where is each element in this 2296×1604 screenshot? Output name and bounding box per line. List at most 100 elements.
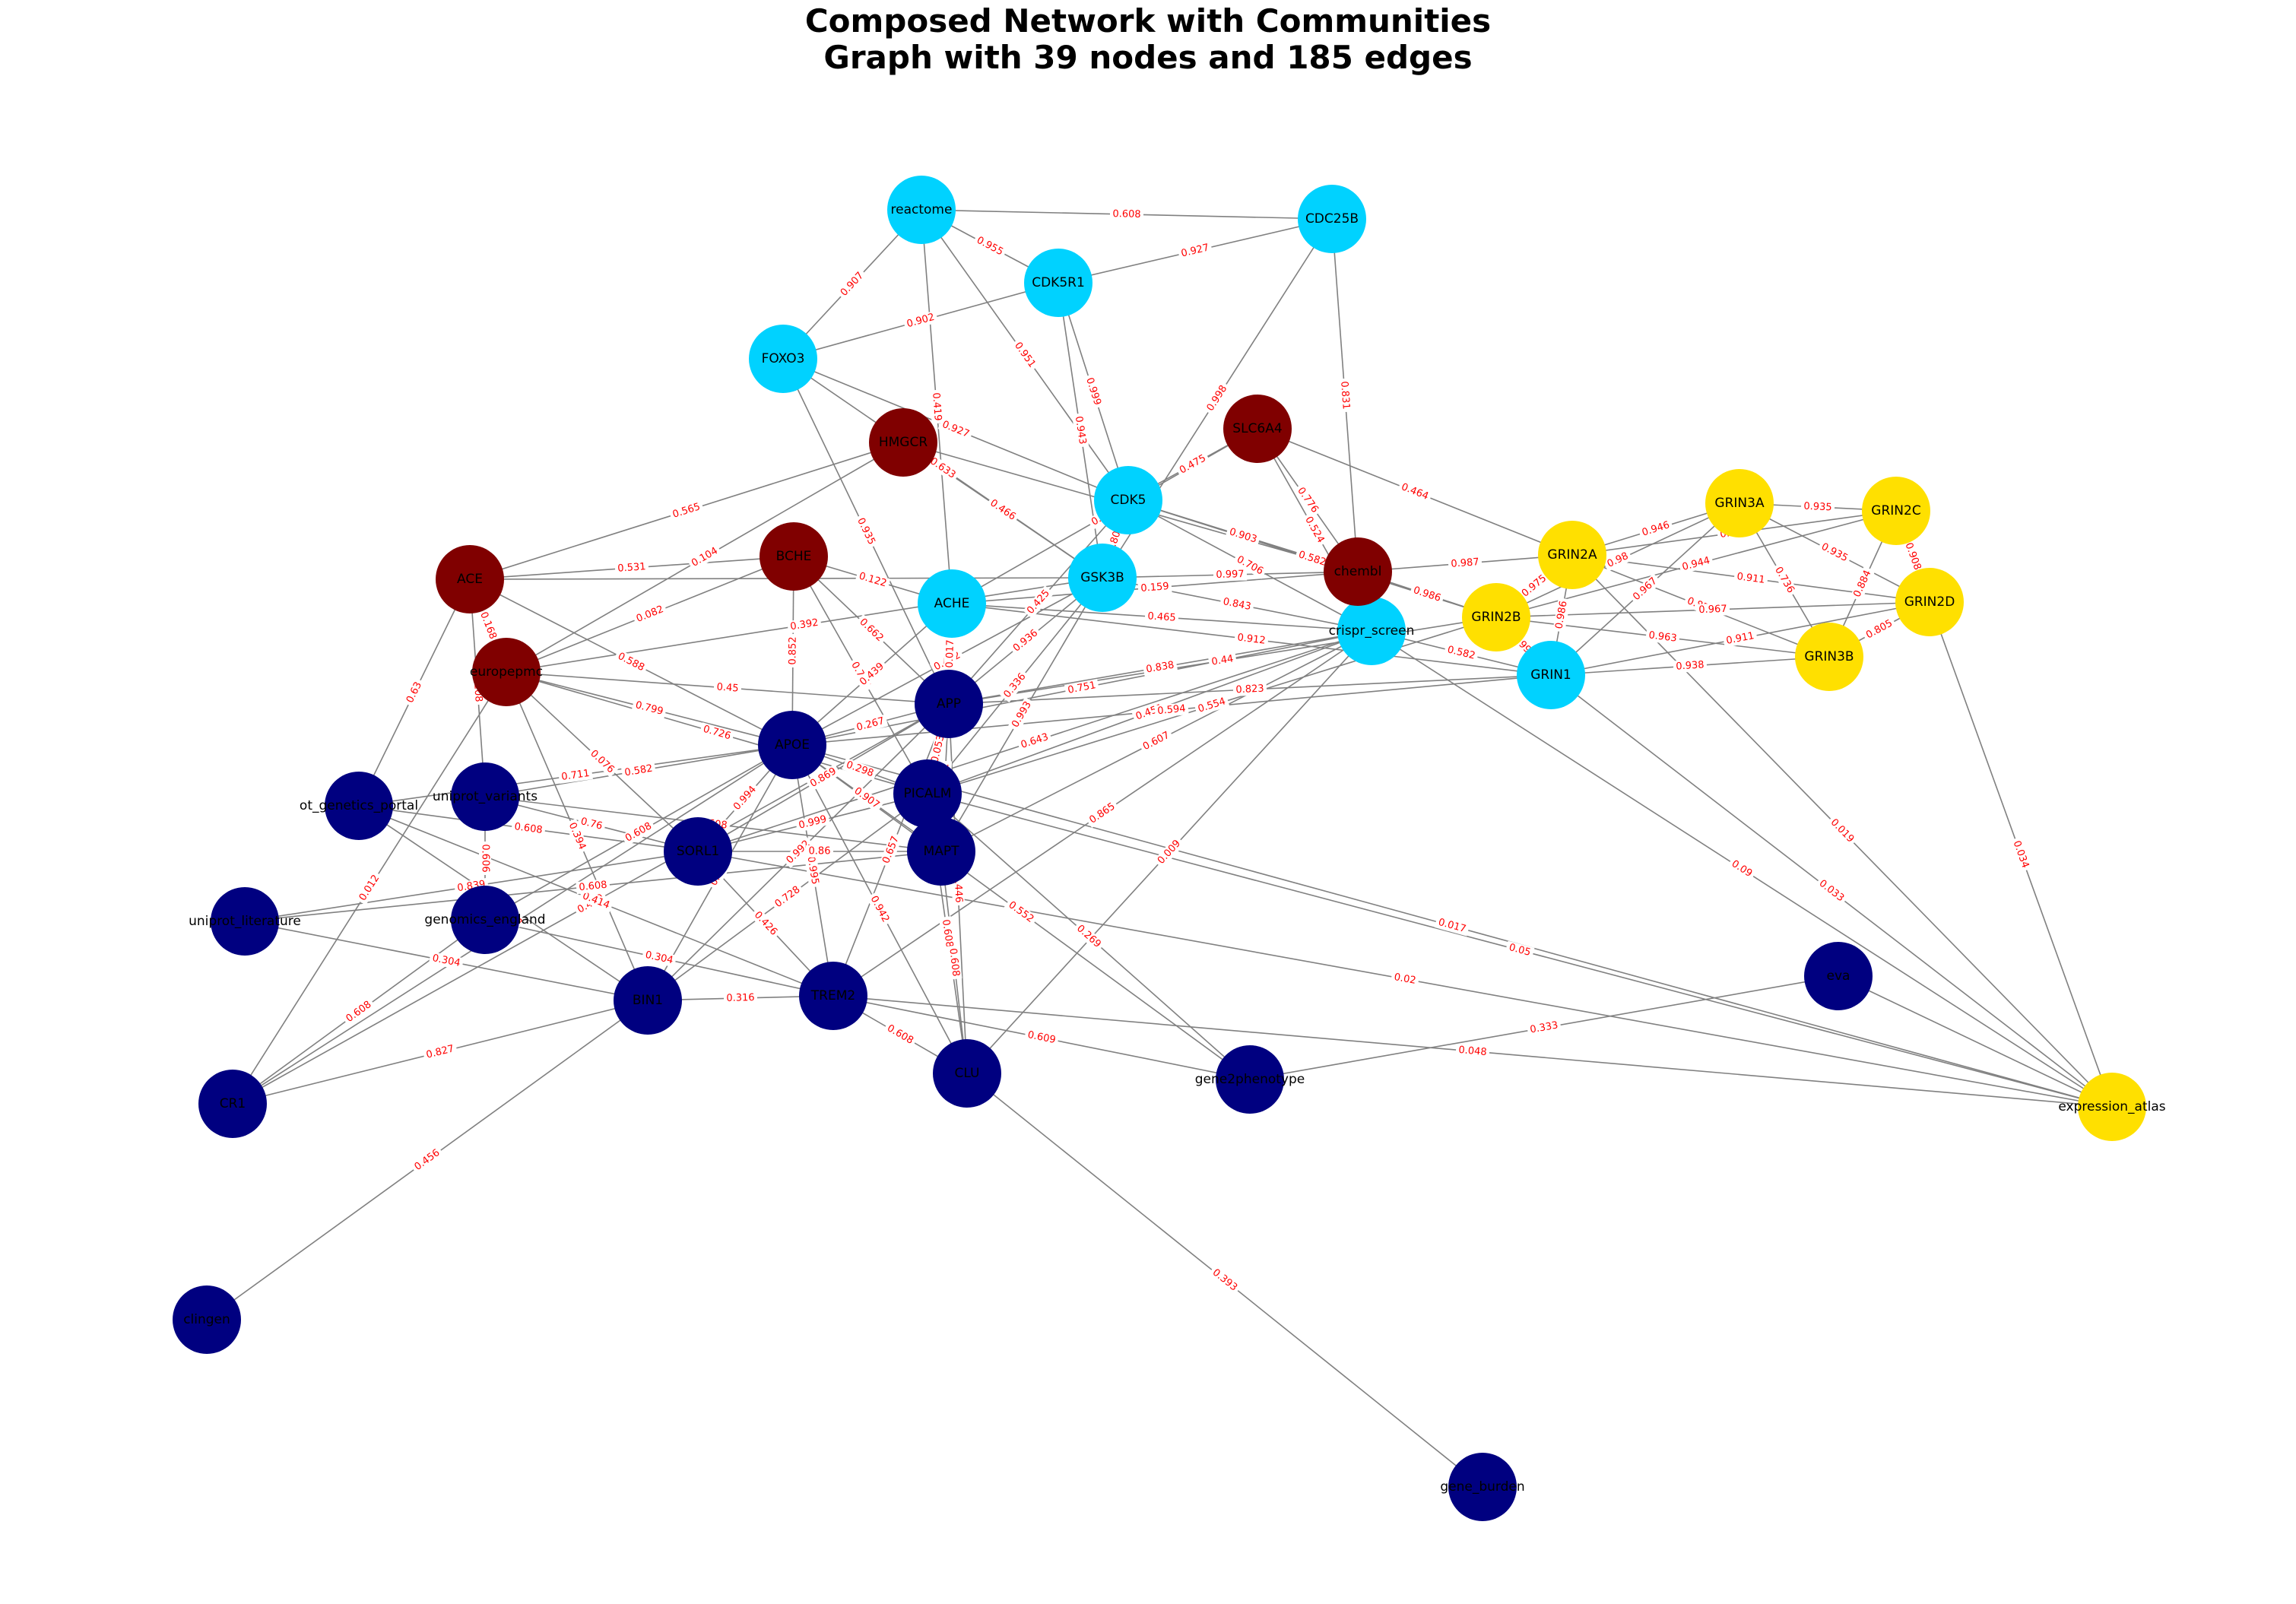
node-label: SLC6A4	[1232, 421, 1282, 436]
node-circle[interactable]	[869, 408, 937, 477]
node-circle[interactable]	[1538, 521, 1606, 589]
node-GRIN1[interactable]: GRIN1	[1517, 641, 1585, 709]
edge-weight-label: 0.935	[1819, 541, 1850, 564]
node-GRIN2C[interactable]: GRIN2C	[1862, 477, 1930, 545]
node-FOXO3[interactable]: FOXO3	[749, 325, 817, 393]
node-circle[interactable]	[664, 817, 732, 886]
node-SLC6A4[interactable]: SLC6A4	[1223, 395, 1292, 463]
node-label: TREM2	[810, 988, 855, 1003]
node-circle[interactable]	[436, 545, 504, 613]
edge-label-group: 0.594	[1154, 702, 1189, 718]
node-circle[interactable]	[211, 887, 279, 956]
node-eva[interactable]: eva	[1804, 942, 1873, 1010]
edge-label-background	[1814, 876, 1849, 906]
node-circle[interactable]	[451, 886, 519, 954]
node-circle[interactable]	[198, 1070, 267, 1138]
node-circle[interactable]	[1298, 185, 1366, 253]
node-circle[interactable]	[749, 325, 817, 393]
node-gene_burden[interactable]: gene_burden	[1440, 1453, 1525, 1521]
node-PICALM[interactable]: PICALM	[893, 759, 962, 828]
node-CDC25B[interactable]: CDC25B	[1298, 185, 1366, 253]
node-BCHE[interactable]: BCHE	[760, 522, 828, 591]
node-circle[interactable]	[1705, 469, 1774, 537]
node-gene2phenotype[interactable]: gene2phenotype	[1195, 1045, 1305, 1114]
node-circle[interactable]	[915, 670, 983, 738]
node-circle[interactable]	[1068, 544, 1137, 612]
node-uniprot_variants[interactable]: uniprot_variants	[433, 762, 538, 831]
node-GRIN3A[interactable]: GRIN3A	[1705, 469, 1774, 537]
node-label: expression_atlas	[2058, 1099, 2165, 1114]
edge-label-background	[1082, 373, 1105, 410]
node-circle[interactable]	[1223, 395, 1292, 463]
edge-weight-label: 0.524	[1302, 515, 1326, 545]
node-circle[interactable]	[758, 711, 826, 779]
node-CDK5R1[interactable]: CDK5R1	[1024, 249, 1093, 317]
edge-label-background	[782, 835, 815, 869]
node-circle[interactable]	[1094, 466, 1162, 534]
edge-label-group: 0.76	[576, 814, 607, 834]
node-ot_genetics_portal[interactable]: ot_genetics_portal	[300, 772, 418, 840]
node-BIN1[interactable]: BIN1	[614, 966, 682, 1035]
edge-label-background	[1294, 547, 1330, 570]
node-circle[interactable]	[893, 759, 962, 828]
node-circle[interactable]	[1862, 477, 1930, 545]
node-CDK5[interactable]: CDK5	[1094, 466, 1162, 534]
node-circle[interactable]	[760, 522, 828, 591]
node-GRIN2A[interactable]: GRIN2A	[1538, 521, 1606, 589]
node-CLU[interactable]: CLU	[933, 1039, 1001, 1108]
node-GRIN3B[interactable]: GRIN3B	[1795, 623, 1863, 691]
node-GSK3B[interactable]: GSK3B	[1068, 544, 1137, 612]
node-circle[interactable]	[2078, 1073, 2146, 1141]
node-reactome[interactable]: reactome	[887, 176, 956, 244]
node-circle[interactable]	[1337, 597, 1406, 665]
node-circle[interactable]	[325, 772, 393, 840]
node-expression_atlas[interactable]: expression_atlas	[2058, 1073, 2166, 1141]
edge-label-group: 0.082	[632, 602, 668, 626]
node-circle[interactable]	[887, 176, 956, 244]
edge-weight-label: 0.017	[944, 639, 956, 668]
edge-weight-label: 0.582	[1297, 549, 1327, 569]
node-uniprot_literature[interactable]: uniprot_literature	[189, 887, 301, 956]
node-ACE[interactable]: ACE	[436, 545, 504, 613]
node-genomics_england[interactable]: genomics_england	[424, 886, 546, 954]
node-circle[interactable]	[907, 817, 975, 886]
edge-label-background	[1861, 616, 1898, 643]
node-circle[interactable]	[1462, 583, 1530, 651]
node-APOE[interactable]: APOE	[758, 711, 826, 779]
node-circle[interactable]	[1804, 942, 1873, 1010]
edge-label-background	[1023, 585, 1054, 619]
node-GRIN2B[interactable]: GRIN2B	[1462, 583, 1530, 651]
edge-weight-label: 0.336	[1001, 671, 1028, 700]
node-circle[interactable]	[1324, 537, 1392, 606]
node-circle[interactable]	[1795, 623, 1863, 691]
node-circle[interactable]	[1517, 641, 1585, 709]
node-CR1[interactable]: CR1	[198, 1070, 267, 1138]
node-APP[interactable]: APP	[915, 670, 983, 738]
node-circle[interactable]	[173, 1285, 241, 1354]
node-circle[interactable]	[933, 1039, 1001, 1108]
node-crispr_screen[interactable]: crispr_screen	[1329, 597, 1415, 665]
node-circle[interactable]	[1024, 249, 1093, 317]
node-circle[interactable]	[451, 762, 519, 831]
node-ACHE[interactable]: ACHE	[918, 569, 986, 638]
node-TREM2[interactable]: TREM2	[799, 962, 867, 1030]
edge-label-group: 0.426	[750, 907, 782, 940]
node-SORL1[interactable]: SORL1	[664, 817, 732, 886]
node-circle[interactable]	[614, 966, 682, 1035]
node-circle[interactable]	[472, 638, 541, 706]
node-circle[interactable]	[918, 569, 986, 638]
node-GRIN2D[interactable]: GRIN2D	[1895, 568, 1964, 636]
edge-label-group: 0.608	[1109, 208, 1144, 221]
node-chembl[interactable]: chembl	[1324, 537, 1392, 606]
node-circle[interactable]	[1216, 1045, 1284, 1114]
edge-label-background	[928, 731, 948, 767]
edge-weight-label: 0.911	[1725, 630, 1755, 647]
node-europepmc[interactable]: europepmc	[470, 638, 543, 706]
node-circle[interactable]	[799, 962, 867, 1030]
node-clingen[interactable]: clingen	[173, 1285, 241, 1354]
node-HMGCR[interactable]: HMGCR	[869, 408, 937, 477]
node-circle[interactable]	[1895, 568, 1964, 636]
node-circle[interactable]	[1448, 1453, 1517, 1521]
node-MAPT[interactable]: MAPT	[907, 817, 975, 886]
edge-label-group: 0.45	[713, 680, 742, 696]
